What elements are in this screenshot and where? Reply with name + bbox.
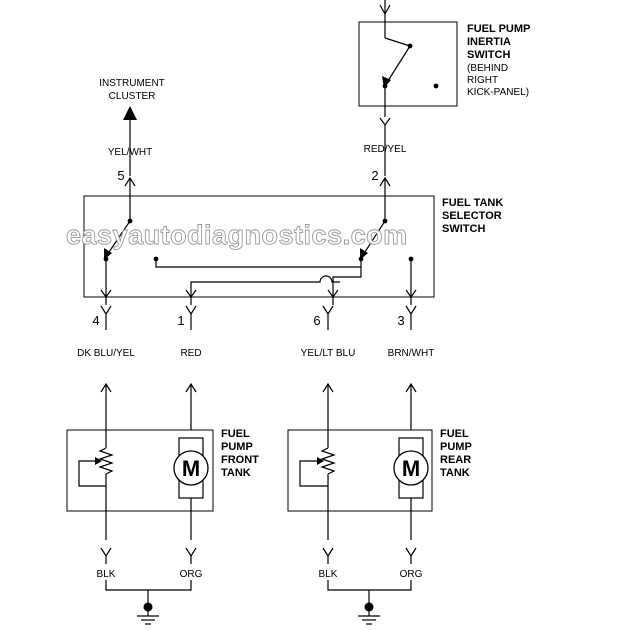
connector-pin-1 (185, 305, 197, 316)
pump-rear-title-2: PUMP (440, 441, 472, 453)
inertia-switch-note-2: RIGHT (467, 75, 498, 86)
wire-brn-wht (405, 289, 417, 438)
front-motor-icon (173, 437, 209, 499)
selector-switch (83, 195, 435, 298)
inertia-switch-title-3: SWITCH (467, 49, 510, 61)
selector-left-blade (106, 220, 131, 256)
wire-label-yel-wht: YEL/WHT (108, 147, 152, 158)
rear-sender-resistor-icon (299, 430, 336, 511)
connector-pin-4 (100, 305, 112, 316)
selector-switch-box (83, 195, 435, 298)
selector-switch-title-1: FUEL TANK (442, 197, 503, 209)
inertia-switch-box (358, 21, 458, 107)
wire-label-blk-front: BLK (97, 569, 116, 580)
pump-front (66, 429, 214, 512)
wire-label-red-yel: RED/YEL (364, 144, 407, 155)
inertia-switch-title-2: INERTIA (467, 36, 511, 48)
wire-label-org-rear: ORG (400, 569, 423, 580)
front-ground-splice (143, 602, 153, 612)
inertia-switch-title-1: FUEL PUMP (467, 23, 530, 35)
wire-label-brn-wht: BRN/WHT (388, 348, 435, 359)
wire-label-org-front: ORG (180, 569, 203, 580)
selector-crossover (190, 275, 340, 297)
wire-yel-lt-blu (322, 289, 339, 430)
inertia-switch-note-3: KICK-PANEL) (467, 87, 529, 98)
selector-switch-title-2: SELECTOR (442, 210, 502, 222)
pump-rear-title-1: FUEL (440, 428, 469, 440)
rear-ground-splice (364, 602, 374, 612)
instrument-cluster-label-2: CLUSTER (109, 91, 156, 102)
wire-red (185, 289, 197, 438)
connector-red-yel-upper (379, 117, 391, 127)
wire-label-yel-lt-blu: YEL/LT BLU (301, 348, 356, 359)
wire-label-dk-blu-yel: DK BLU/YEL (77, 348, 135, 359)
pump-rear (287, 429, 433, 512)
front-ground-icon (137, 611, 159, 625)
front-motor-label: M (182, 456, 200, 481)
inertia-switch-note-1: (BEHIND (467, 63, 508, 74)
instrument-cluster (123, 106, 137, 196)
rear-ground-wiring (322, 511, 417, 625)
pump-front-title-1: FUEL (221, 428, 250, 440)
front-sender-resistor-icon (78, 430, 114, 511)
wire-label-red: RED (180, 348, 201, 359)
pin-2-label: 2 (371, 168, 378, 183)
selector-right-blade (362, 220, 386, 256)
wire-dk-blu-yel (100, 289, 112, 430)
connector-pin-3 (405, 305, 417, 316)
inertia-switch-blade (385, 45, 411, 85)
selector-switch-title-3: SWITCH (442, 223, 485, 235)
wire-red-yel (379, 106, 391, 196)
pump-rear-title-4: TANK (440, 467, 470, 479)
pin-1-label: 1 (177, 313, 184, 328)
front-ground-wiring (100, 511, 197, 625)
pump-front-title-4: TANK (221, 467, 251, 479)
inertia-switch (358, 0, 458, 107)
rear-motor-icon (393, 437, 429, 499)
instrument-cluster-arrow-icon (123, 106, 137, 120)
pin-6-label: 6 (313, 313, 320, 328)
pump-front-title-3: FRONT (221, 454, 259, 466)
watermark: easyautodiagnostics.com (66, 220, 408, 250)
instrument-cluster-label-1: INSTRUMENT (99, 78, 165, 89)
pin-3-label: 3 (397, 313, 404, 328)
pump-front-title-2: PUMP (221, 441, 253, 453)
pump-rear-title-3: REAR (440, 454, 471, 466)
wire-label-blk-rear: BLK (319, 569, 338, 580)
rear-motor-label: M (402, 456, 420, 481)
pin-4-label: 4 (92, 313, 99, 328)
inertia-contact-open (433, 83, 439, 89)
pin-5-label: 5 (117, 168, 124, 183)
connector-pin-6 (322, 305, 334, 316)
rear-ground-icon (358, 611, 380, 625)
